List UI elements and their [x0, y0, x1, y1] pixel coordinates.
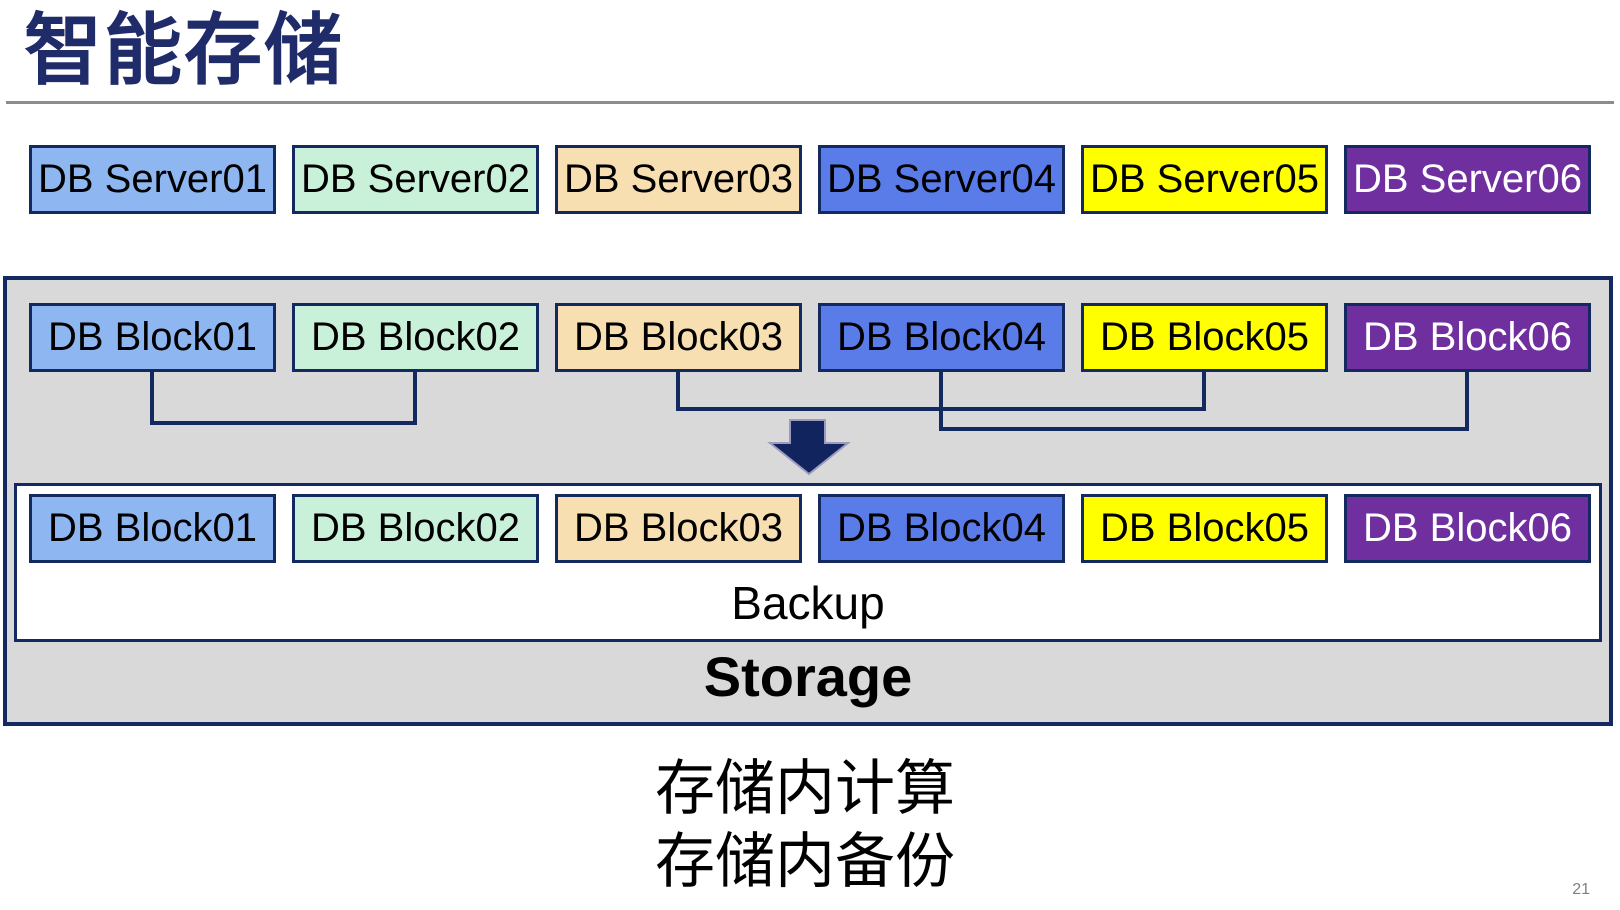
- db-block04-box: DB Block04: [818, 303, 1065, 372]
- page-number: 21: [1572, 881, 1590, 898]
- backup-label: Backup: [731, 577, 885, 629]
- caption-line-1: 存储内计算: [655, 755, 955, 822]
- storage-label: Storage: [703, 645, 913, 708]
- backup-db-block01-box: DB Block01: [29, 494, 276, 563]
- title-divider: [6, 101, 1614, 104]
- db-server01-box: DB Server01: [29, 145, 276, 214]
- backup-db-block02-box: DB Block02: [292, 494, 539, 563]
- db-block01-box: DB Block01: [29, 303, 276, 372]
- backup-db-block04-box: DB Block04: [818, 494, 1065, 563]
- backup-zone: [14, 483, 1602, 642]
- db-block05-box: DB Block05: [1081, 303, 1328, 372]
- db-server05-box: DB Server05: [1081, 145, 1328, 214]
- db-server04-box: DB Server04: [818, 145, 1065, 214]
- db-block02-box: DB Block02: [292, 303, 539, 372]
- db-block03-box: DB Block03: [555, 303, 802, 372]
- db-server03-box: DB Server03: [555, 145, 802, 214]
- backup-db-block06-box: DB Block06: [1344, 494, 1591, 563]
- page-title: 智能存储: [24, 6, 345, 94]
- backup-db-block03-box: DB Block03: [555, 494, 802, 563]
- backup-db-block05-box: DB Block05: [1081, 494, 1328, 563]
- caption-block: 存储内计算 存储内备份: [655, 752, 955, 898]
- db-server06-box: DB Server06: [1344, 145, 1591, 214]
- caption-line-2: 存储内备份: [655, 828, 955, 895]
- db-server02-box: DB Server02: [292, 145, 539, 214]
- db-block06-box: DB Block06: [1344, 303, 1591, 372]
